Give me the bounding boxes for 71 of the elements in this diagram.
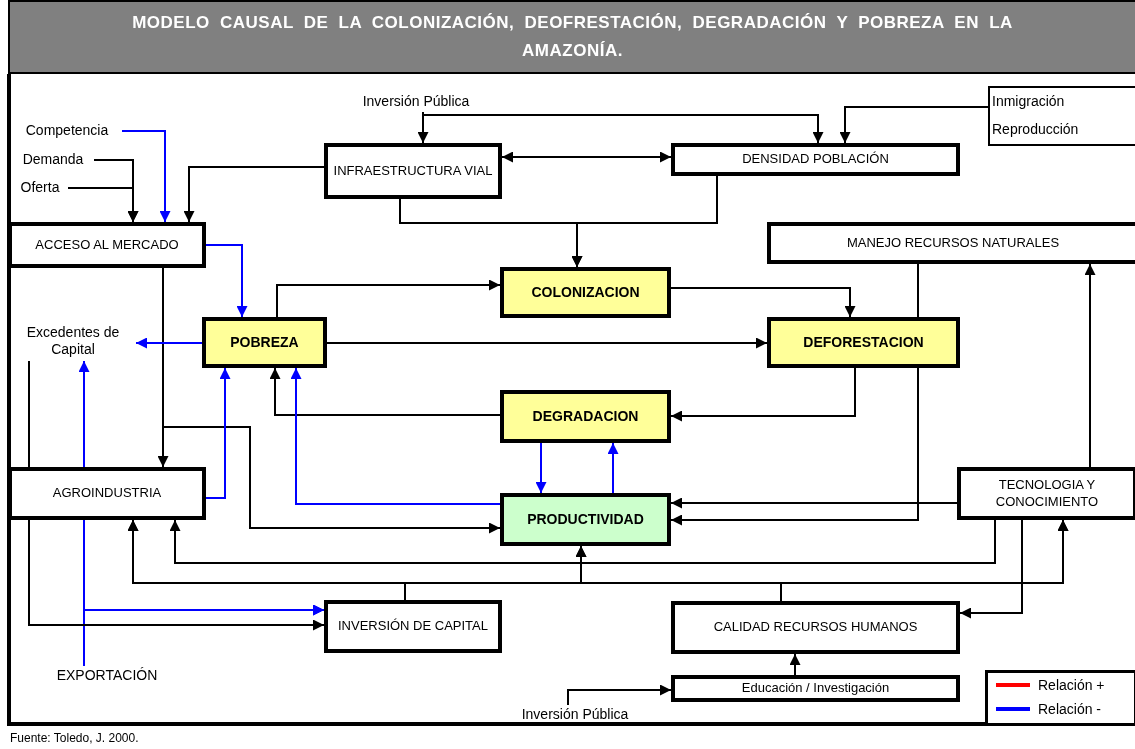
node-label: Excedentes de Capital bbox=[25, 323, 121, 359]
arrow bbox=[28, 519, 325, 631]
node-label: Competencia bbox=[25, 122, 109, 140]
node-label: Inversión Pública bbox=[521, 705, 629, 724]
process-box bbox=[324, 600, 502, 653]
node-label: Educación / Investigación bbox=[741, 680, 890, 697]
arrow bbox=[670, 367, 856, 422]
node-label: Oferta bbox=[20, 179, 60, 197]
arrow bbox=[839, 106, 989, 144]
arrow bbox=[135, 337, 203, 349]
node-label: COLONIZACION bbox=[531, 283, 640, 302]
arrow bbox=[121, 130, 171, 223]
node-label: INVERSIÓN DE CAPITAL bbox=[338, 618, 488, 635]
arrow bbox=[1084, 263, 1096, 468]
process-box bbox=[671, 675, 960, 702]
node-label: AGROINDUSTRIA bbox=[52, 485, 162, 502]
node-label: Inmigración bbox=[992, 93, 1065, 111]
node-label: Reproducción bbox=[992, 121, 1079, 139]
legend-label: Relación + bbox=[1038, 677, 1105, 693]
process-box bbox=[957, 467, 1135, 520]
arrow bbox=[780, 519, 1069, 602]
legend-label: Relación - bbox=[1038, 701, 1102, 717]
process-box bbox=[767, 222, 1135, 264]
process-box bbox=[500, 267, 671, 318]
arrow bbox=[670, 287, 856, 318]
arrow bbox=[571, 175, 718, 268]
process-box bbox=[500, 493, 671, 546]
node-label: ACCESO AL MERCADO bbox=[35, 236, 179, 254]
node-label: MANEJO RECURSOS NATURALES bbox=[846, 234, 1060, 252]
arrow bbox=[567, 684, 672, 706]
process-box bbox=[671, 601, 960, 654]
arrow bbox=[169, 519, 996, 564]
node-label: POBREZA bbox=[230, 333, 299, 352]
node-label: EXPORTACIÓN bbox=[56, 667, 158, 685]
source-caption: Fuente: Toledo, J. 2000. bbox=[10, 731, 139, 745]
node-label: DENSIDAD POBLACIÓN bbox=[742, 151, 889, 168]
process-box bbox=[671, 143, 960, 176]
node-label: Inversión Pública bbox=[362, 92, 470, 111]
process-box bbox=[202, 317, 327, 368]
arrow bbox=[607, 442, 619, 494]
arrow bbox=[959, 519, 1023, 619]
arrow bbox=[789, 653, 801, 676]
process-box bbox=[324, 143, 502, 199]
node-label: TECNOLOGIA Y CONOCIMIENTO bbox=[994, 477, 1100, 510]
arrow bbox=[67, 187, 139, 223]
arrow bbox=[205, 244, 248, 318]
arrow bbox=[290, 367, 501, 505]
arrow bbox=[83, 519, 325, 616]
node-label: DEFORESTACION bbox=[803, 333, 924, 352]
arrow bbox=[276, 279, 501, 318]
process-box bbox=[8, 467, 206, 520]
arrow bbox=[183, 166, 325, 223]
node-label: INFRAESTRUCTURA VIAL bbox=[333, 162, 493, 180]
arrow bbox=[326, 337, 768, 349]
arrow bbox=[670, 497, 958, 509]
arrow bbox=[670, 367, 919, 526]
node-label: DEGRADACION bbox=[532, 407, 639, 426]
arrow bbox=[269, 367, 501, 416]
node-label: PRODUCTIVIDAD bbox=[527, 510, 644, 529]
arrow bbox=[535, 442, 547, 494]
arrow bbox=[78, 360, 90, 468]
node-label: CALIDAD RECURSOS HUMANOS bbox=[713, 619, 918, 636]
process-box bbox=[767, 317, 960, 368]
arrow bbox=[422, 111, 824, 144]
diagram-title: MODELO CAUSAL DE LA COLONIZACIÓN, DEOFRESTACIÓN, DEGRADACIÓN Y POBREZA EN LA AMAZONÍA. bbox=[131, 12, 1014, 62]
process-box bbox=[8, 222, 206, 268]
process-box bbox=[988, 86, 1135, 146]
arrow bbox=[205, 367, 231, 499]
node-label: Demanda bbox=[22, 151, 84, 169]
arrow bbox=[501, 151, 672, 163]
process-box bbox=[500, 390, 671, 443]
